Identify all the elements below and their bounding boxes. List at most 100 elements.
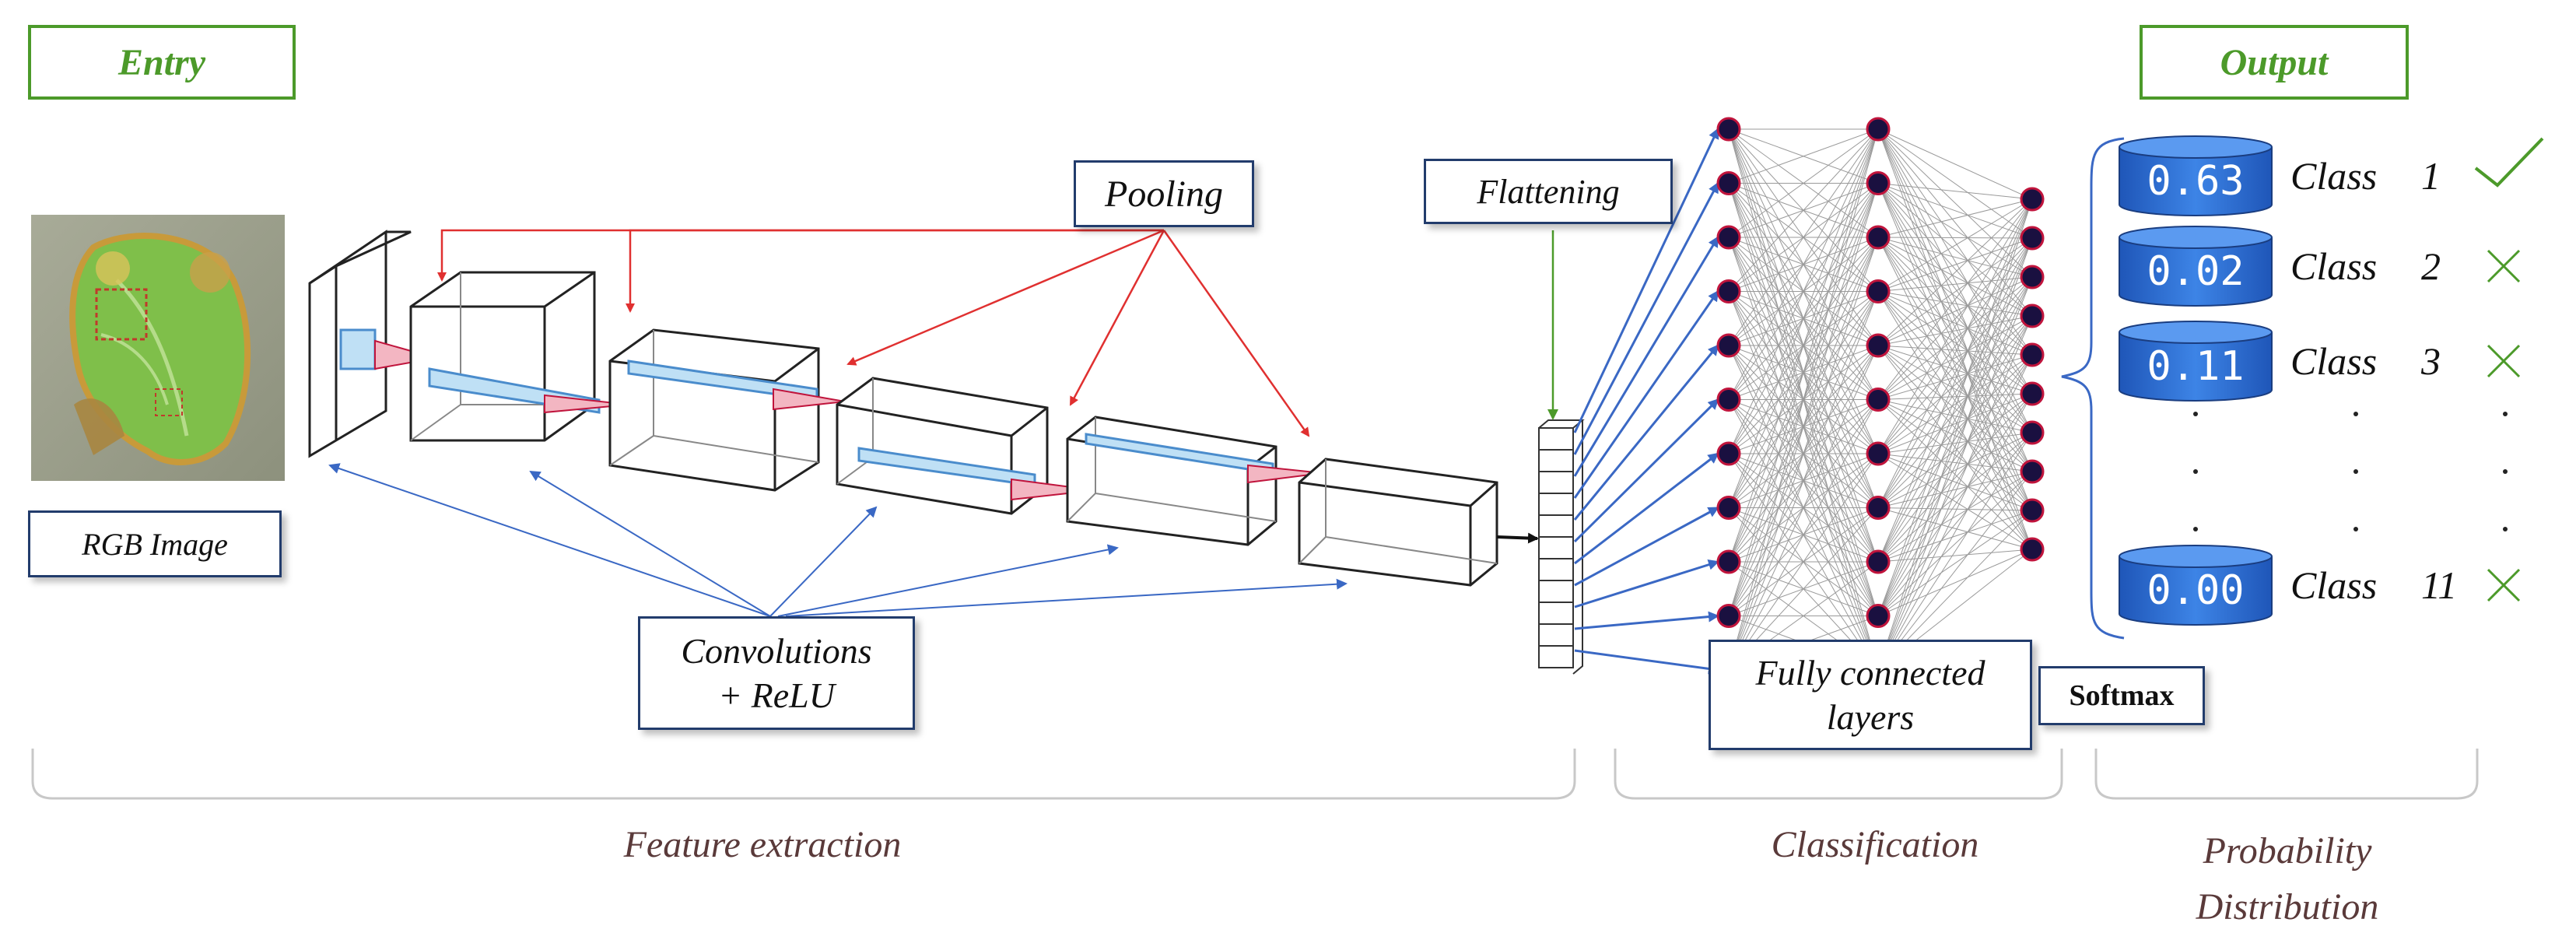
fc-edge [1877,354,2033,454]
fc-node [1716,171,1741,195]
fc-node [2020,226,2045,251]
fc-edge [1877,291,2033,317]
fc-edge [1728,291,1879,671]
conv-volume-5 [1298,458,1498,587]
fc-edge [1877,237,2033,671]
fc-input-arrows [1573,128,1719,675]
class-word: Class [2290,339,2378,383]
fc-edge [1877,183,2033,356]
fc-edge [1728,183,1879,671]
fc-edge [1728,128,1879,454]
fc-edge [1877,198,2033,508]
fc-edge [1877,315,2033,346]
fc-input-arrow [1574,649,1719,675]
fc-edge [1877,393,2033,563]
conv-volume-4 [1066,416,1323,546]
fc-node [2020,381,2045,406]
fc-edge [1877,237,2033,346]
fc-edge [1877,276,2033,292]
output-cylinders: 0.63 0.02 0.11 0.00 [2119,135,2273,626]
fc-node [2020,265,2045,289]
fc-node [2020,303,2045,328]
output-label-box: Output [2140,25,2409,100]
fc-input-arrow [1573,398,1719,543]
fc-input-arrow [1573,344,1719,521]
fc-edge [1877,198,2033,346]
fc-edge [1877,315,2033,400]
cross-icon [2487,344,2521,378]
fc-edge [1877,198,2033,563]
conv-volume-1 [409,271,629,442]
flatten-cell [1538,602,1574,625]
fc-node [1716,549,1741,574]
flatten-cell [1538,471,1574,494]
fc-node [1866,388,1891,412]
fc-edge [1877,432,2033,616]
fc-edge [1877,198,2033,454]
fc-edge [1728,345,1879,671]
fc-node [1716,388,1741,412]
output-cylinder: 0.00 [2119,545,2273,626]
fc-node [1866,441,1891,466]
fc-edge [1877,276,2033,616]
fc-edge [1877,345,2033,395]
fc-input-arrow [1573,128,1719,433]
fc-edge [1877,237,2033,356]
class-number: 11 [2421,563,2458,607]
fc-edge [1877,128,2033,433]
fc-edge [1877,471,2033,671]
fc-edge [1877,237,2033,563]
fc-input-arrow [1574,611,1719,630]
output-cylinder: 0.02 [2119,226,2273,307]
fc-edge [1728,128,1879,292]
layers-text: layers [1826,697,1915,737]
fc-node [1716,117,1741,142]
output-cylinder: 0.11 [2119,321,2273,402]
fc-node [2020,420,2045,445]
fc-edge [1877,315,2033,454]
class-word: Class [2290,244,2378,288]
fc-edge [1877,128,2033,278]
flatten-cell [1538,449,1574,472]
fc-edge [1877,183,2033,200]
ellipsis-dots [2193,412,2508,531]
fc-node [2020,498,2045,523]
fc-node [1866,225,1891,250]
output-cylinder: 0.63 [2119,135,2273,216]
fc-edge [1877,393,2033,616]
section-braces [31,749,2479,800]
rgb-leaf-image [31,215,285,481]
fc-edge [1877,354,2033,563]
fc-edge [1877,128,2033,550]
rgb-image-label: RGB Image [28,510,282,577]
class-number: 2 [2421,244,2441,288]
fc-edge [1877,237,2033,395]
flattening-label: Flattening [1424,159,1673,224]
fully-connected-label: Fully connected layers [1709,640,2032,750]
class-label-row: Class 2 [2290,241,2462,291]
fc-node [1866,496,1891,520]
fc-input-arrow [1574,507,1719,587]
fc-edge [1877,237,2033,239]
fc-edge [1877,237,2033,278]
fc-edge [1877,354,2033,508]
fc-edge [1877,183,2033,317]
fc-edge [1728,128,1879,616]
fc-edge [1877,237,2033,317]
convolutions-relu-label: Convolutions + ReLU [638,616,915,730]
flatten-cell [1538,623,1574,647]
fc-edge [1877,432,2033,508]
fc-input-arrow [1574,559,1719,609]
fc-edge [1877,198,2033,238]
fc-edge [1877,393,2033,454]
fc-edge [1728,128,1879,400]
conv-volume-3 [836,377,1096,515]
fc-edge [1877,354,2033,671]
cross-icon [2487,568,2521,602]
fc-edge [1877,183,2033,239]
fc-node [2020,342,2045,367]
feature-extraction-caption: Feature extraction [623,824,902,865]
fc-edge [1877,198,2033,616]
